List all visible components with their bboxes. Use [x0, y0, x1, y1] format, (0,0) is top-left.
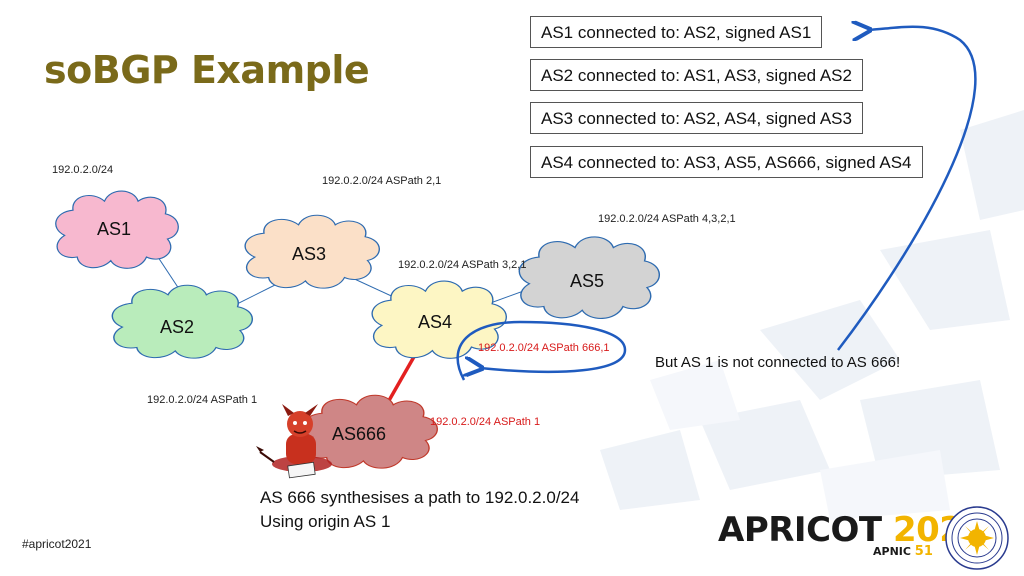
logo-subtitle: APNIC 51 [873, 544, 933, 559]
sun-seal-icon [945, 506, 1009, 570]
prefix-label-as1: 192.0.2.0/24 [52, 164, 114, 176]
page-title: soBGP Example [44, 48, 370, 92]
path-label-as2: 192.0.2.0/24 ASPath 1 [147, 394, 258, 406]
node-label-as666: AS666 [332, 424, 387, 444]
bottom-caption-line-2: Using origin AS 1 [260, 512, 391, 531]
path-label-forged: 192.0.2.0/24 ASPath 666,1 [478, 342, 610, 354]
logo-sub-num: 51 [914, 544, 933, 559]
certificate-as3: AS3 connected to: AS2, AS4, signed AS3 [530, 102, 863, 134]
logo-name: APRICOT [718, 510, 882, 550]
certificate-as2: AS2 connected to: AS1, AS3, signed AS2 [530, 59, 863, 91]
node-label-as3: AS3 [292, 244, 327, 264]
forged-path-arrow [456, 320, 627, 381]
logo-wordmark: APRICOT 2021 [718, 510, 986, 550]
node-label-as5: AS5 [570, 271, 605, 291]
note-to-cert-arrow [837, 27, 977, 351]
bottom-caption: AS 666 synthesises a path to 192.0.2.0/2… [260, 486, 579, 534]
path-label-as5: 192.0.2.0/24 ASPath 4,3,2,1 [598, 213, 736, 225]
hashtag: #apricot2021 [22, 537, 92, 551]
node-label-as4: AS4 [418, 312, 453, 332]
path-label-as666: 192.0.2.0/24 ASPath 1 [430, 416, 541, 428]
node-label-as1: AS1 [97, 219, 132, 239]
certificate-as1: AS1 connected to: AS2, signed AS1 [530, 16, 823, 48]
logo-sub-org: APNIC [873, 545, 911, 558]
node-label-as2: AS2 [160, 317, 195, 337]
devil-icon [256, 404, 332, 479]
certificate-as4: AS4 connected to: AS3, AS5, AS666, signe… [530, 146, 923, 178]
path-label-as4: 192.0.2.0/24 ASPath 3,2,1 [398, 259, 527, 271]
warning-note: But AS 1 is not connected to AS 666! [655, 354, 901, 371]
bottom-caption-line-1: AS 666 synthesises a path to 192.0.2.0/2… [260, 488, 580, 507]
path-label-as3: 192.0.2.0/24 ASPath 2,1 [322, 175, 442, 187]
